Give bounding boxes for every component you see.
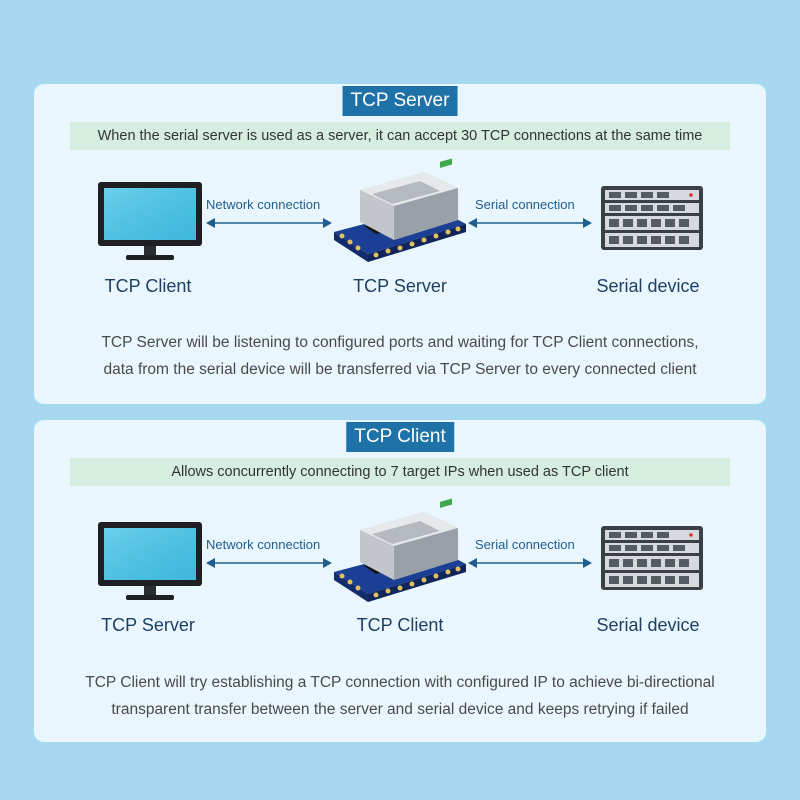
serial-module-icon [334,498,466,602]
network-connection-label: Network connection [206,197,321,212]
panel-title: TCP Server [342,86,458,116]
tcp-server-panel: TCP Server When the serial server is use… [34,84,766,404]
panel-title: TCP Client [346,422,454,452]
panel-description-line2: transparent transfer between the server … [111,701,689,718]
panel-description-line2: data from the serial device will be tran… [103,361,697,378]
left-device-label: TCP Server [101,615,195,635]
panel-description-line1: TCP Client will try establishing a TCP c… [85,674,715,691]
network-connection-arrow [206,558,332,568]
panel-description-line1: TCP Server will be listening to configur… [101,334,699,351]
server-rack-icon [601,186,703,250]
panel-subtitle: When the serial server is used as a serv… [70,122,730,150]
serial-connection-arrow [468,218,592,228]
tcp-client-panel: TCP Client Allows concurrently connectin… [34,420,766,742]
network-connection-arrow [206,218,332,228]
center-device-label: TCP Client [356,615,444,635]
center-device-label: TCP Server [353,276,447,296]
left-device-label: TCP Client [104,276,192,296]
serial-connection-arrow [468,558,592,568]
monitor-icon [98,522,202,600]
monitor-icon [98,182,202,260]
server-rack-icon [601,526,703,590]
right-device-label: Serial device [596,276,700,296]
serial-connection-label: Serial connection [475,197,575,212]
network-connection-label: Network connection [206,537,321,552]
panel-subtitle: Allows concurrently connecting to 7 targ… [70,458,730,486]
serial-connection-label: Serial connection [475,537,575,552]
serial-module-icon [334,158,466,262]
right-device-label: Serial device [596,615,700,635]
